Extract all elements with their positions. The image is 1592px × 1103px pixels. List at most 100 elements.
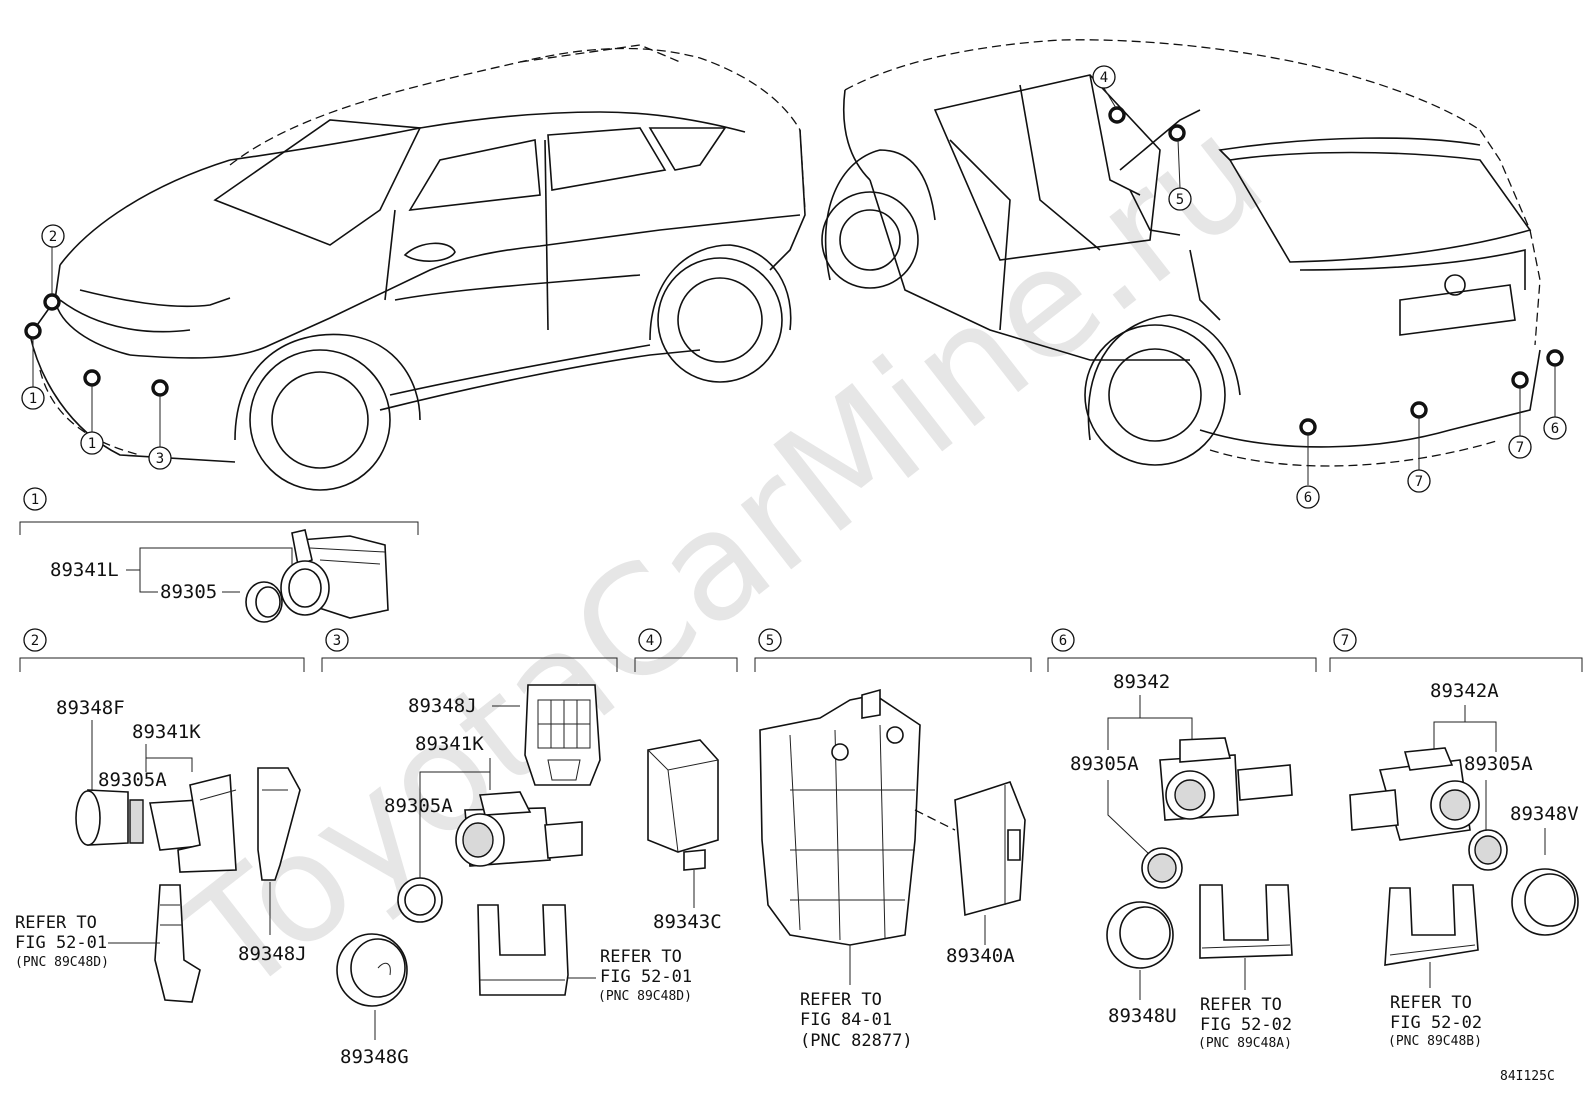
bracket-ref-drawing [154, 884, 201, 1003]
sensor-89341K-drawing [149, 773, 237, 873]
sensor-dot [1410, 401, 1428, 419]
part-number-89342: 89342 [1113, 671, 1170, 693]
group-2-callout: 2 [23, 628, 47, 652]
ref-line2: FIG 52-01 [15, 933, 107, 953]
bezel-89348G-drawing [336, 933, 408, 1007]
callout-6: 6 [1296, 485, 1320, 509]
front-car-illustration [24, 44, 806, 491]
part-number-89341K: 89341K [132, 721, 201, 743]
bracket-82877-drawing [759, 688, 921, 946]
callout-6: 6 [1543, 416, 1567, 440]
part-number-89342A: 89342A [1430, 680, 1499, 702]
group-6: 6 89342 89305A 89348U REFER TO [1047, 628, 1317, 1051]
bracket-ref-drawing [477, 904, 569, 996]
ref-line2: FIG 52-02 [1200, 1015, 1292, 1035]
ref-line1: REFER TO [15, 913, 97, 933]
part-number-89343C: 89343C [653, 911, 722, 933]
ref-line1: REFER TO [1390, 993, 1472, 1013]
ref-line1: REFER TO [1200, 995, 1282, 1015]
callout-4: 4 [1092, 65, 1116, 89]
part-number-89340A: 89340A [946, 945, 1015, 967]
part-number-89305A: 89305A [384, 795, 453, 817]
svg-text:1: 1 [88, 436, 96, 452]
svg-text:5: 5 [766, 633, 774, 649]
ref-line3: (PNC 89C48D) [598, 989, 692, 1004]
callout-2: 2 [41, 224, 65, 248]
ref-line3: (PNC 89C48B) [1388, 1034, 1482, 1049]
part-number-89348F: 89348F [56, 697, 125, 719]
group-5: 5 89340A REFER TO FIG 84-01 (PNC 82877) [754, 628, 1032, 1051]
part-number-89305: 89305 [160, 581, 217, 603]
svg-text:7: 7 [1415, 474, 1423, 490]
ring-89305-drawing [245, 581, 283, 623]
ref-line2: FIG 52-01 [600, 967, 692, 987]
ref-line3: (PNC 89C48D) [15, 955, 109, 970]
ref-line3: (PNC 89C48A) [1198, 1036, 1292, 1051]
svg-text:2: 2 [49, 229, 57, 245]
group-2: 2 89348F 89341K 89305A 89348J [15, 628, 307, 1003]
sensor-dot [1546, 349, 1564, 367]
ring-89305A-drawing [1141, 847, 1183, 889]
sensor-89341K-drawing [455, 791, 583, 867]
callout-3: 3 [148, 446, 172, 470]
ecu-89340A-drawing [954, 781, 1026, 917]
ref-line2: FIG 52-02 [1390, 1013, 1482, 1033]
group-6-callout: 6 [1051, 628, 1075, 652]
bezel-89348F-drawing [75, 789, 129, 846]
sensor-dot [43, 293, 61, 311]
ref-line1: REFER TO [800, 990, 882, 1010]
part-number-89348J: 89348J [408, 695, 477, 717]
sensor-dot [1168, 124, 1186, 142]
retainer-89348J-drawing [257, 767, 301, 881]
bracket-ref-drawing [1199, 884, 1293, 959]
svg-text:6: 6 [1304, 490, 1312, 506]
part-number-89305A: 89305A [1070, 753, 1139, 775]
sensor-89342A-drawing [1349, 747, 1480, 841]
svg-text:1: 1 [31, 492, 39, 508]
svg-text:2: 2 [31, 633, 39, 649]
group-5-callout: 5 [758, 628, 782, 652]
part-number-89348G: 89348G [340, 1046, 409, 1068]
svg-text:3: 3 [333, 633, 341, 649]
callout-1: 1 [21, 386, 45, 410]
ring-89305A-drawing [129, 799, 144, 844]
svg-text:4: 4 [1100, 70, 1108, 86]
callout-7: 7 [1508, 435, 1532, 459]
group-3-callout: 3 [325, 628, 349, 652]
group-1: 1 89341L 89305 [19, 487, 419, 623]
group-4: 4 89343C [634, 628, 738, 933]
part-number-89305A: 89305A [98, 769, 167, 791]
svg-text:5: 5 [1176, 192, 1184, 208]
group-7-callout: 7 [1333, 628, 1357, 652]
svg-text:6: 6 [1059, 633, 1067, 649]
sensor-dot [1511, 371, 1529, 389]
sensor-dot [1299, 418, 1317, 436]
sensor-89341L-drawing [280, 529, 389, 619]
rear-car-illustration [821, 39, 1564, 485]
module-89343C-drawing [647, 739, 719, 871]
bezel-89348V-drawing [1511, 868, 1579, 936]
sensor-89342-drawing [1159, 737, 1293, 821]
part-number-89341K: 89341K [415, 733, 484, 755]
group-4-callout: 4 [638, 628, 662, 652]
part-number-89348J: 89348J [238, 943, 307, 965]
ring-89305A-drawing [397, 877, 443, 923]
part-number-89348U: 89348U [1108, 1005, 1177, 1027]
ref-line2: FIG 84-01 [800, 1010, 892, 1030]
svg-text:7: 7 [1516, 440, 1524, 456]
svg-text:6: 6 [1551, 421, 1559, 437]
sensor-dot [151, 379, 169, 397]
sensor-dot [24, 322, 42, 340]
svg-text:4: 4 [646, 633, 654, 649]
bezel-89348U-drawing [1106, 901, 1174, 969]
ref-line3: (PNC 82877) [800, 1031, 913, 1051]
group-3: 3 89348J 89341K 89305A 89348G [321, 628, 692, 1068]
sensor-dot [83, 369, 101, 387]
svg-text:7: 7 [1341, 633, 1349, 649]
group-1-callout: 1 [23, 487, 47, 511]
group-7: 7 89342A 89305A 89348V REFER TO [1329, 628, 1583, 1049]
sensor-dot [1108, 106, 1126, 124]
callout-1: 1 [80, 431, 104, 455]
